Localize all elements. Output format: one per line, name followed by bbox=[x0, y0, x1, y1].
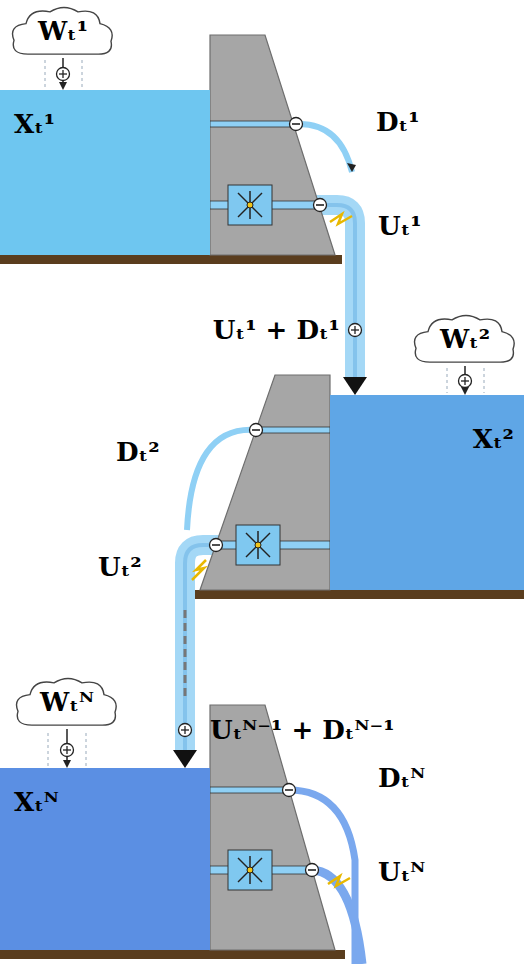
flow-label: Uₜ¹ bbox=[378, 212, 422, 241]
turbine bbox=[228, 185, 272, 225]
ground bbox=[195, 590, 524, 599]
storage-label: Xₜ¹ bbox=[14, 110, 55, 139]
inflow-label: Wₜ¹ bbox=[38, 17, 88, 46]
lightning bbox=[330, 214, 352, 224]
lightning bbox=[192, 560, 206, 580]
dam bbox=[200, 375, 330, 590]
reservoir: Xₜ² bbox=[330, 395, 524, 590]
flow-label: Dₜ¹ bbox=[376, 108, 420, 137]
outflow-label: Uₜ¹ + Dₜ¹ bbox=[213, 316, 340, 345]
rain-cloud: Wₜ¹ bbox=[8, 4, 118, 58]
reservoir: Xₜ¹ bbox=[0, 90, 210, 255]
outflow-label: Uₜᴺ⁻¹ + Dₜᴺ⁻¹ bbox=[210, 716, 395, 745]
flow-label: Dₜ² bbox=[116, 438, 160, 467]
storage-label: Xₜ² bbox=[473, 425, 514, 454]
dam bbox=[210, 35, 335, 255]
ground bbox=[0, 255, 342, 264]
rain-cloud: Wₜ² bbox=[410, 312, 520, 366]
ground bbox=[0, 950, 345, 959]
inflow-label: Wₜᴺ bbox=[40, 688, 94, 717]
rain-cloud: Wₜᴺ bbox=[12, 675, 122, 729]
reservoir: Xₜᴺ bbox=[0, 768, 210, 950]
turbine bbox=[228, 850, 272, 890]
flow-label: Uₜ² bbox=[98, 553, 142, 582]
flow-label: Uₜᴺ bbox=[378, 858, 425, 887]
lightning bbox=[328, 876, 350, 886]
flow-label: Dₜᴺ bbox=[378, 764, 425, 793]
storage-label: Xₜᴺ bbox=[14, 788, 59, 817]
inflow-label: Wₜ² bbox=[440, 325, 490, 354]
turbine bbox=[236, 525, 280, 565]
